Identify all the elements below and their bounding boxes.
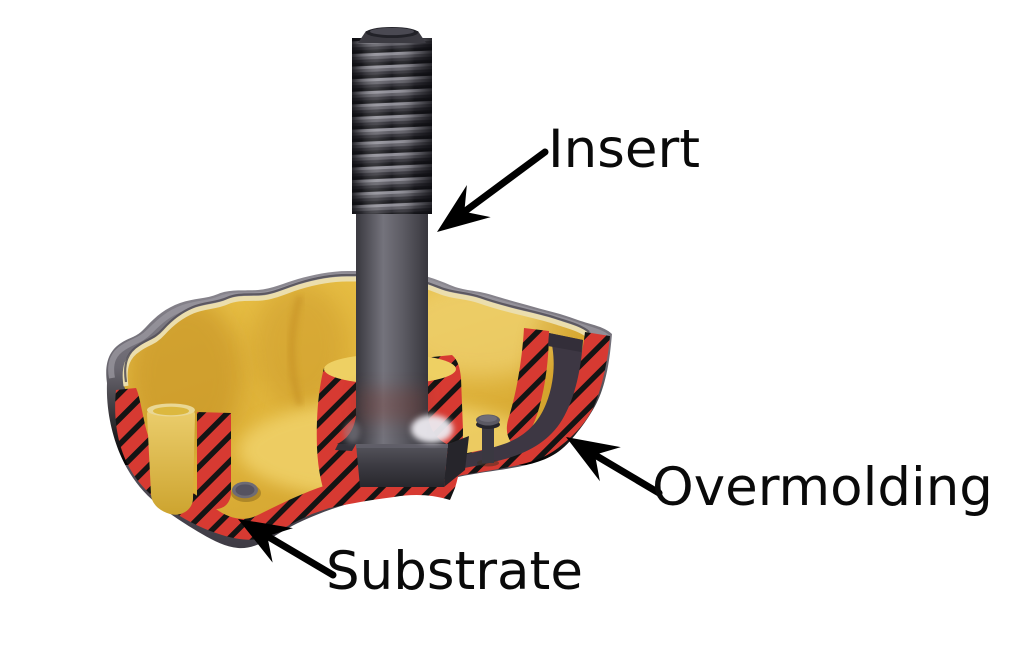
bolt-threads — [352, 27, 432, 214]
insert-label: Insert — [548, 119, 701, 180]
bolt-head — [335, 436, 469, 487]
floor-details — [231, 414, 500, 502]
substrate-label: Substrate — [326, 541, 583, 602]
insert-arrow — [437, 148, 549, 232]
overmold-dark-channel — [443, 333, 583, 471]
substrate-rim-cream-edge — [122, 276, 591, 387]
floor-dot-core — [235, 484, 255, 496]
locating-pin — [476, 414, 500, 467]
overmolding-label: Overmolding — [652, 457, 993, 518]
section-hatch-right-inner-band — [506, 328, 549, 447]
bolt-shank — [337, 210, 447, 444]
substrate-left-rib — [147, 405, 195, 515]
left-rib-top-inner — [153, 406, 189, 416]
annotation-arrows — [238, 148, 663, 579]
section-hatch-left-inner-band — [197, 412, 231, 510]
insert-bolt — [335, 27, 469, 487]
bolt-fillet-highlight-left — [344, 421, 360, 443]
substrate-arrow — [238, 519, 337, 579]
overmold-channel-top-face — [548, 333, 583, 352]
rim-gap-shadow-line — [124, 273, 590, 383]
bolt-red-reflection — [357, 388, 427, 422]
overmolding-arrow — [566, 437, 663, 497]
bolt-fillet-highlight — [411, 415, 453, 443]
